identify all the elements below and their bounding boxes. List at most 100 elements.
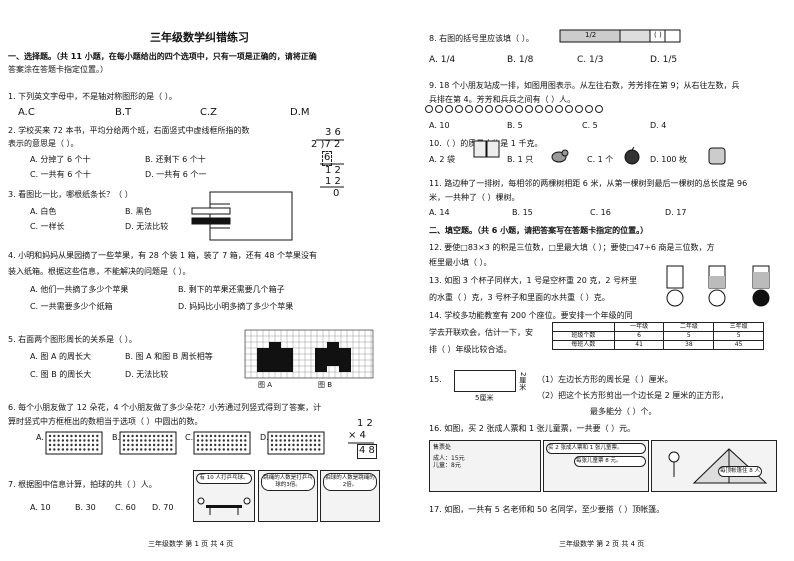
dot-mark [70,448,73,451]
dot-mark [161,448,164,451]
q3-option-a[interactable]: A. 白色 [30,207,57,216]
dot-mark [70,439,73,442]
dot-mark [57,439,60,442]
section1-heading-cont: 答案涂在答题卡指定位置。） [8,65,108,74]
q1-option-b[interactable]: B.T [115,107,132,118]
dot-mark [131,434,134,438]
q2-text: 2. 学校买来 72 本书，平均分给两个班，右面竖式中虚线框所指的数 [8,126,250,135]
q3-option-d[interactable]: D. 无法比较 [125,222,169,231]
dot-mark [66,439,69,442]
q4-option-d[interactable]: D. 妈妈比小明多摘了多少个苹果 [178,302,294,311]
q10-option-c[interactable]: C. 1 个 [587,155,614,164]
q8-option-b[interactable]: B. 1/8 [507,55,534,65]
q5-option-a[interactable]: A. 图 A 的周长大 [30,352,91,361]
q6-option-b[interactable]: B. [112,433,121,442]
dot-mark [70,443,73,447]
q4-text: 4. 小明和妈妈从果园摘了一些苹果，有 28 个装 1 箱，装了 7 箱，还有 … [8,251,318,260]
q1-option-d[interactable]: D.M [290,107,310,118]
dot-mark [239,448,243,451]
dot-mark [235,439,238,442]
q1-option-a[interactable]: A.C [18,107,35,118]
dot-mark [127,443,130,447]
dot-mark [144,434,147,438]
q6-option-a[interactable]: A. [36,433,44,442]
dot-mark [122,434,126,438]
dot-mark [296,434,299,438]
dot-mark [127,434,130,438]
q5-option-c[interactable]: C. 图 B 的周长大 [30,370,92,379]
q7-option-d[interactable]: D. 70 [152,503,174,512]
q8-option-c[interactable]: C. 1/3 [577,55,604,65]
q5-text: 5. 右面两个图形周长的关系是（ ）。 [8,335,137,344]
q10-option-a[interactable]: A. 2 袋 [429,155,456,164]
dot-mark [283,448,287,451]
q2-option-c[interactable]: C. 一共有 6 个十 [30,170,91,179]
dot-mark [279,439,282,442]
dot-mark [152,448,156,451]
q4-option-c[interactable]: C. 一共需要多少个纸箱 [30,302,113,311]
dot-mark [205,434,208,438]
dot-mark [91,448,95,451]
q3-option-b[interactable]: B. 黑色 [125,207,152,216]
q7-option-a[interactable]: A. 10 [30,503,51,512]
dot-mark [83,439,86,442]
dot-mark [161,439,164,442]
dot-mark [309,434,312,438]
bird-icon [551,149,569,163]
q4-option-a[interactable]: A. 他们一共摘了多少个苹果 [30,285,129,294]
q5-option-d[interactable]: D. 无法比较 [125,370,169,379]
q10-option-d[interactable]: D. 100 枚 [650,155,688,164]
q9-text: 9. 18 个小朋友站成一排，如图用图表示。从左往右数，芳芳排在第 9；从右往左… [429,81,740,90]
q2-option-b[interactable]: B. 还剩下 6 个十 [145,155,206,164]
q8-option-a[interactable]: A. 1/4 [429,55,456,65]
right-page-footer: 三年级数学 第 2 页 共 4 页 [559,540,645,548]
q11-option-d[interactable]: D. 17 [665,208,687,217]
dot-mark [148,434,151,438]
q11-text: 11. 路边种了一排树，每相邻的两棵树相距 6 米，从第一棵树到最后一棵树的总长… [429,179,748,188]
dot-mark [87,443,90,447]
q1-option-c[interactable]: C.Z [200,107,218,118]
q11-option-c[interactable]: C. 16 [590,208,611,217]
q4-option-b[interactable]: B. 剩下的苹果还需要几个箱子 [178,285,285,294]
dot-mark [148,448,151,451]
dot-mark [226,443,230,447]
q6-option-d[interactable]: D. [260,433,269,442]
q1-text: 1. 下列英文字母中，不是轴对称图形的是（ ）。 [8,92,177,101]
dot-mark [288,448,291,451]
dot-mark [78,434,82,438]
dot-mark [140,448,143,451]
dot-mark [214,443,217,447]
dot-mark [131,448,134,451]
q2-option-d[interactable]: D. 一共有 6 个一 [145,170,207,179]
q8-option-d[interactable]: D. 1/5 [650,55,678,65]
q8-text: 8. 右图的括号里应该填（ ）。 [429,34,534,43]
q2-option-a[interactable]: A. 分掉了 6 个十 [30,155,91,164]
q7-option-c[interactable]: C. 60 [115,503,136,512]
q6-option-c[interactable]: C. [185,433,194,442]
dot-mark [144,443,147,447]
dot-mark [270,439,274,442]
dot-mark [275,443,278,447]
dot-mark [135,434,139,438]
q10-option-b[interactable]: B. 1 只 [507,155,534,164]
dot-mark [161,443,164,447]
q3-option-c[interactable]: C. 一样长 [30,222,65,231]
q7-option-b[interactable]: B. 30 [75,503,96,512]
dot-mark [165,439,169,442]
dot-mark [96,439,99,442]
q9-option-a[interactable]: A. 10 [429,121,450,130]
q9-option-d[interactable]: D. 4 [650,121,667,130]
q11-option-a[interactable]: A. 14 [429,208,450,217]
q5-option-b[interactable]: B. 图 A 和图 B 周长相等 [125,352,213,361]
dot-mark [218,434,221,438]
dot-mark [309,439,312,442]
q11-option-b[interactable]: B. 15 [512,208,533,217]
dot-mark [222,448,225,451]
dot-mark [205,443,208,447]
dot-mark [201,439,204,442]
q9-option-c[interactable]: C. 5 [582,121,598,130]
q15-number: 15. [429,375,442,384]
dot-mark [292,439,295,442]
q9-option-b[interactable]: B. 5 [507,121,523,130]
dot-mark [222,439,225,442]
